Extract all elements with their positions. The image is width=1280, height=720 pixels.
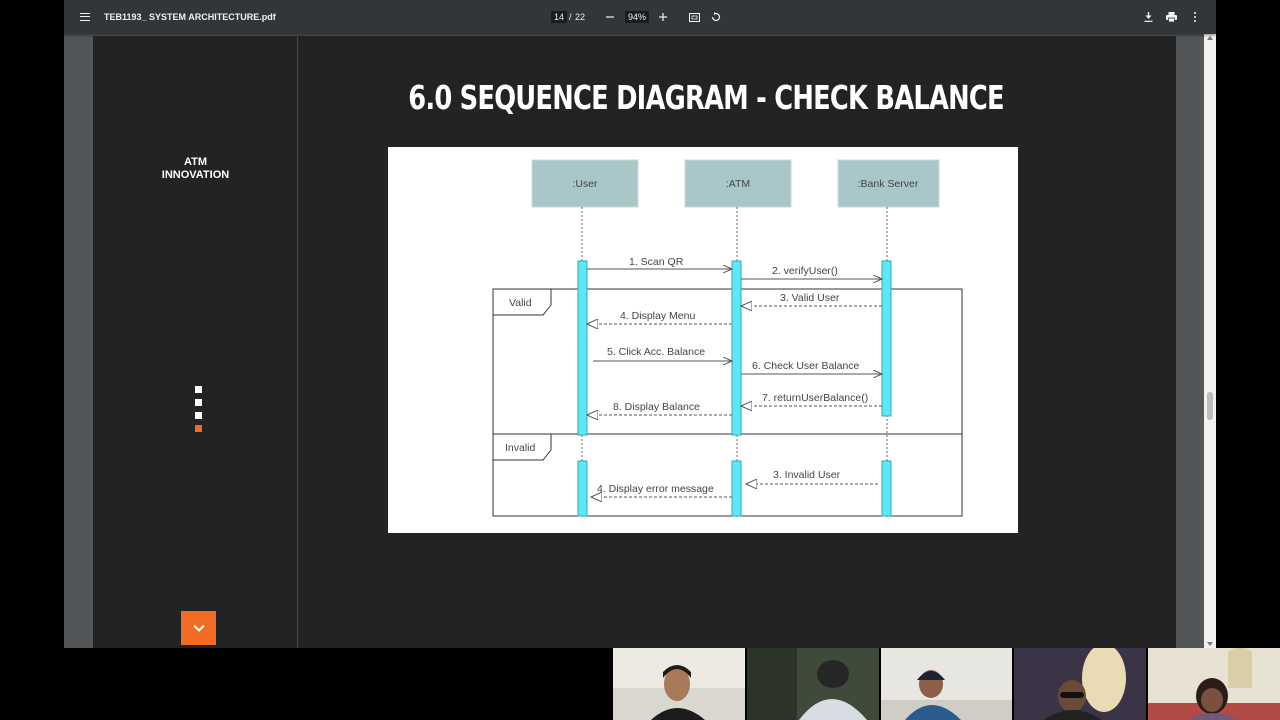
fragment-label-valid: Valid [509,297,532,309]
total-pages: 22 [575,12,586,22]
activation-bank-2 [881,460,892,517]
zoom-level[interactable]: 94% [624,0,650,34]
activation-bank-1 [881,260,892,417]
activation-user-1 [577,260,588,436]
hamburger-icon [80,13,90,21]
activation-atm-1 [731,260,742,436]
scrollbar-thumb[interactable] [1207,392,1213,420]
fragment-tag-invalid [492,433,552,461]
brand-text: ATM INNOVATION [93,156,298,182]
page-separator: / [569,12,572,22]
plus-icon [659,13,667,21]
sequence-diagram: :User :ATM :Bank Server Valid Invalid [388,147,1018,533]
pdf-viewer: TEB1193_ SYSTEM ARCHITECTURE.pdf 14 / 22… [64,0,1216,648]
menu-button[interactable] [78,0,92,34]
lifeline-label-bank: :Bank Server [858,178,919,190]
scroll-up-arrow-icon[interactable] [1207,36,1213,40]
more-vert-icon [1193,11,1197,23]
lifeline-head-atm [684,159,792,208]
print-icon [1165,12,1177,22]
participant-video-image [1014,648,1147,720]
participant-video-image [613,648,745,720]
chevron-down-icon [192,624,205,632]
fragment-label-invalid: Invalid [505,442,536,454]
participant-video-1[interactable] [613,648,745,720]
fit-to-page-button[interactable] [687,0,701,34]
lifeline-head-user [531,159,639,208]
fragment-frame [492,288,963,517]
participant-video-image [880,648,1013,720]
download-button[interactable] [1141,0,1155,34]
rotate-button[interactable] [709,0,723,34]
message-label-4: 4. Display Menu [620,310,695,322]
participant-video-4[interactable] [1014,648,1147,720]
participant-video-image [746,648,879,720]
message-label-7: 7. returnUserBalance() [762,392,868,404]
slide-title: 6.0 SEQUENCE DIAGRAM - CHECK BALANCE [408,78,1004,117]
fragment-tag-valid [492,288,552,316]
brand-line-1: ATM [183,156,207,168]
participant-video-image [1148,648,1280,720]
message-label-10: 4. Display error message [597,483,714,495]
document-title: TEB1193_ SYSTEM ARCHITECTURE.pdf [104,12,276,22]
fit-to-page-icon [688,12,700,22]
slide-sidebar: ATM INNOVATION [93,36,298,648]
page-number-input[interactable]: 14 [551,0,568,34]
progress-dot [195,399,202,406]
message-label-5: 5. Click Acc. Balance [607,346,705,358]
activation-atm-2 [731,460,742,517]
pdf-toolbar: TEB1193_ SYSTEM ARCHITECTURE.pdf 14 / 22… [64,0,1216,34]
zoom-out-button[interactable] [603,0,617,34]
rotate-icon [711,12,721,22]
scroll-down-arrow-icon[interactable] [1207,642,1213,646]
minus-icon [606,16,614,18]
message-label-1: 1. Scan QR [629,256,684,268]
participant-video-2[interactable] [746,648,879,720]
message-label-2: 2. verifyUser() [772,265,838,277]
more-options-button[interactable] [1188,0,1202,34]
pdf-page: ATM INNOVATION 6.0 SEQUENCE DIAGRAM - CH… [93,36,1176,648]
lifeline-label-atm: :ATM [726,178,750,190]
message-label-3: 3. Valid User [780,292,840,304]
next-slide-button[interactable] [181,611,216,645]
video-call-strip [613,648,1280,720]
message-label-8: 8. Display Balance [613,401,700,413]
progress-dot [195,412,202,419]
progress-dot-current [195,425,202,432]
activation-user-2 [577,460,588,517]
zoom-in-button[interactable] [656,0,670,34]
download-icon [1144,12,1152,22]
participant-video-3[interactable] [880,648,1013,720]
lifeline-label-user: :User [572,178,598,190]
message-label-6: 6. Check User Balance [752,360,860,372]
slide-progress-dots [195,386,202,432]
brand-line-2: INNOVATION [161,169,230,181]
message-label-9: 3. Invalid User [773,469,841,481]
print-button[interactable] [1164,0,1178,34]
vertical-scrollbar[interactable] [1204,34,1216,648]
participant-video-5[interactable] [1148,648,1280,720]
progress-dot [195,386,202,393]
lifeline-head-bank [837,159,940,208]
